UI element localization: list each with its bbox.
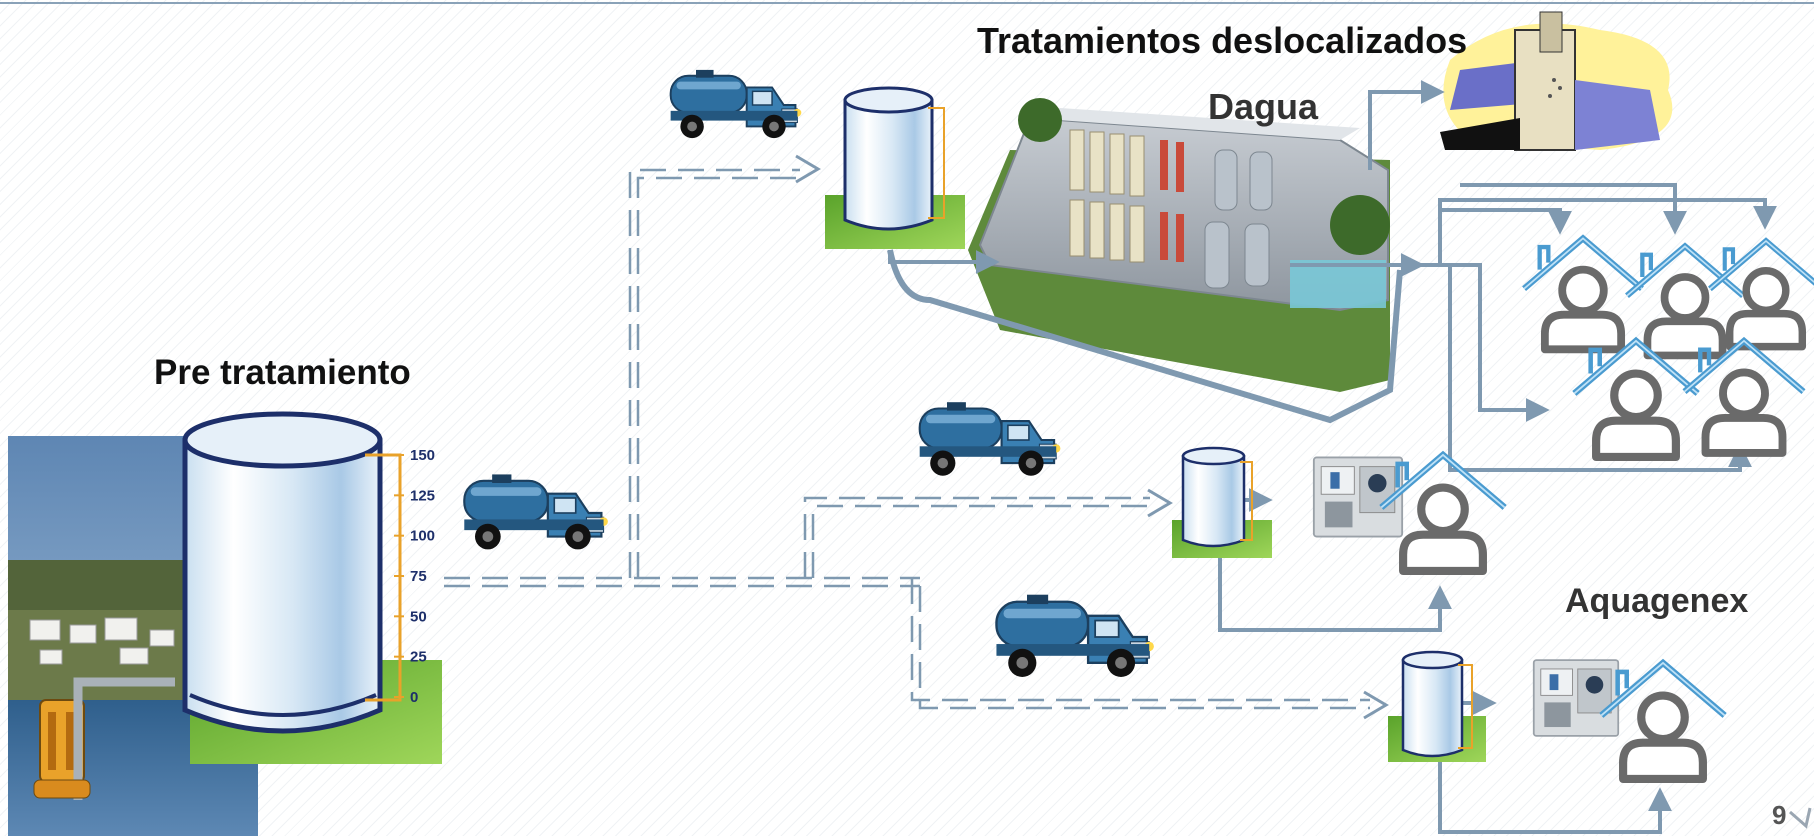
- truck-routes: [444, 168, 1370, 710]
- aquagenex-tank-middle: [1172, 446, 1272, 558]
- top-rule: [0, 2, 1814, 4]
- tank-scale-label: 0: [410, 689, 418, 706]
- dagua-tank: [825, 86, 965, 249]
- route-arrowheads: [795, 154, 1389, 720]
- pre-treatment-label: Pre tratamiento: [154, 353, 411, 392]
- tank-scale-label: 150: [410, 447, 435, 464]
- pre-treatment-tank: 150 125 100 75 50 25 0: [182, 411, 442, 764]
- next-slide-icon: [1789, 807, 1812, 829]
- tank-scale-label: 75: [410, 568, 427, 585]
- tank-scale-label: 25: [410, 649, 427, 666]
- treatment-plant-image: [968, 98, 1390, 392]
- pump-icon: [33, 677, 175, 800]
- dagua-label: Dagua: [1208, 86, 1319, 127]
- house-person-icon: [1601, 663, 1724, 779]
- house-person-icon: [1685, 341, 1804, 453]
- page-number: 9: [1772, 800, 1787, 830]
- truck-icon: [669, 68, 803, 140]
- truck-icon: [995, 593, 1156, 679]
- title-label: Tratamientos deslocalizados: [977, 20, 1468, 61]
- factory-icon: [1440, 11, 1673, 151]
- tank-scale-label: 100: [410, 528, 435, 545]
- aquagenex-label: Aquagenex: [1565, 582, 1749, 620]
- truck-icon: [463, 473, 609, 551]
- control-panel-icon: [1532, 659, 1620, 737]
- aquagenex-tank-lower: [1388, 650, 1486, 762]
- tank-scale-label: 50: [410, 608, 427, 625]
- house-person-icon: [1524, 238, 1642, 349]
- truck-icon: [918, 401, 1062, 477]
- tank-scale-label: 125: [410, 487, 435, 504]
- house-person-icon: [1710, 241, 1814, 347]
